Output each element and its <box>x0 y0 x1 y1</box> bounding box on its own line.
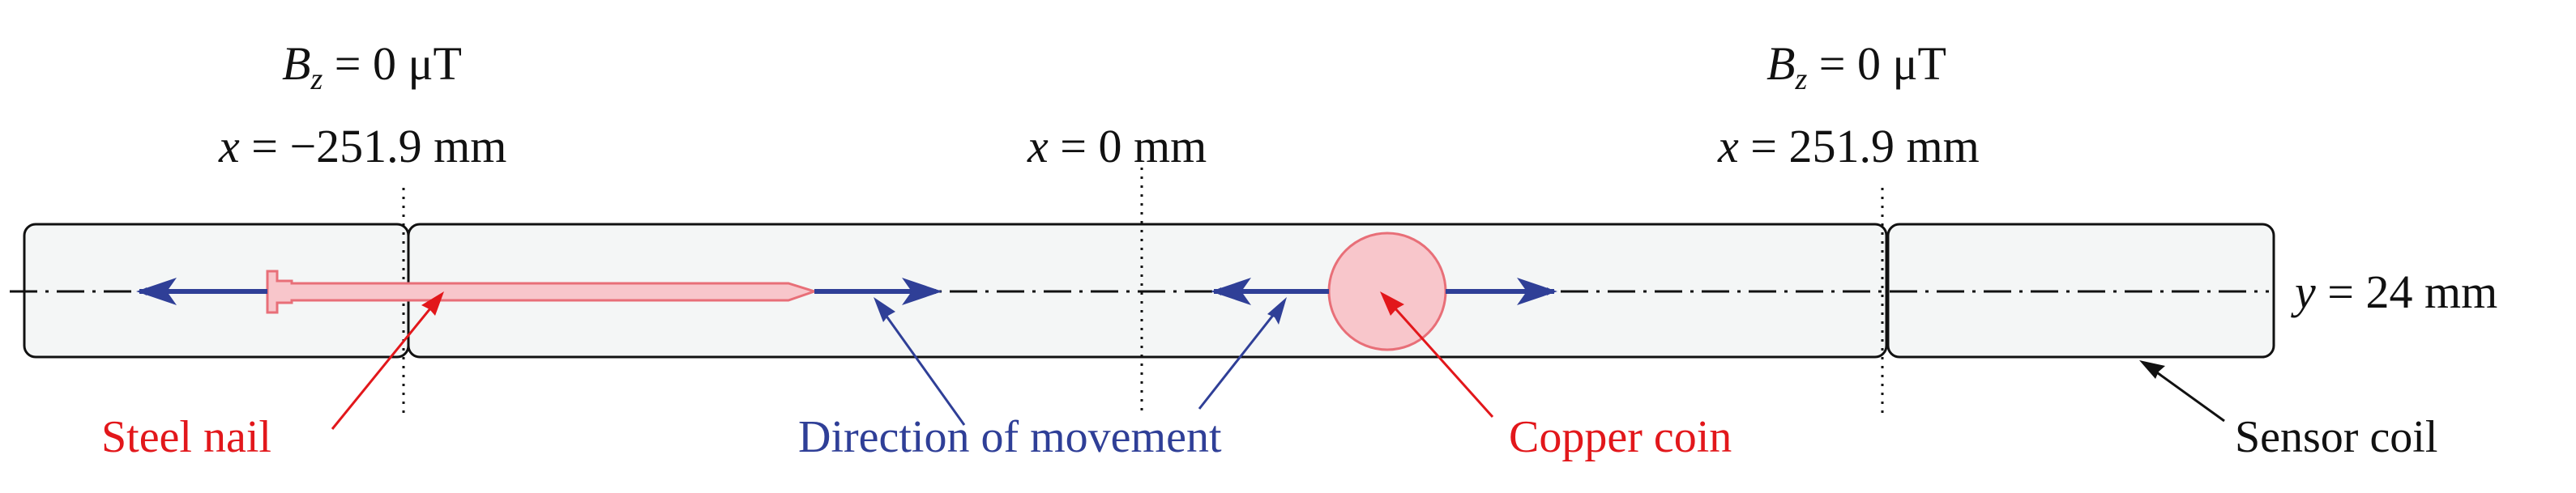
arrowhead-nail-right <box>902 278 942 305</box>
left-field-label: Bz = 0 μT <box>282 37 462 96</box>
steel-nail-label: Steel nail <box>101 412 271 462</box>
axis-y-label: y = 24 mm <box>2291 266 2497 318</box>
nail-callout-arrow <box>331 299 439 430</box>
left-position-label: x = −251.9 mm <box>218 120 506 172</box>
direction-of-movement-label: Direction of movement <box>798 412 1222 462</box>
right-position-label: x = 251.9 mm <box>1717 120 1980 172</box>
movement-callout-right-head <box>1267 297 1287 325</box>
right-field-label: Bz = 0 μT <box>1766 37 1946 96</box>
nail-callout-head <box>421 291 444 316</box>
movement-callout-left <box>878 305 966 426</box>
sensor-coil-label: Sensor coil <box>2235 412 2437 462</box>
center-position-label: x = 0 mm <box>1027 120 1207 172</box>
arrowhead-coin-right <box>1517 278 1557 305</box>
coil-callout-head <box>2139 360 2165 379</box>
coin-callout-head <box>1380 291 1404 316</box>
arrowhead-coin-left <box>1211 278 1251 305</box>
copper-coin-label: Copper coin <box>1509 412 1732 462</box>
copper-coin <box>1327 232 1447 351</box>
coin-callout-arrow <box>1386 298 1494 419</box>
movement-callout-left-head <box>874 297 895 322</box>
movement-callout-right <box>1198 305 1282 410</box>
arrowhead-nail-left <box>136 278 177 305</box>
steel-nail <box>266 270 818 314</box>
coil-callout-arrow <box>2148 365 2225 423</box>
